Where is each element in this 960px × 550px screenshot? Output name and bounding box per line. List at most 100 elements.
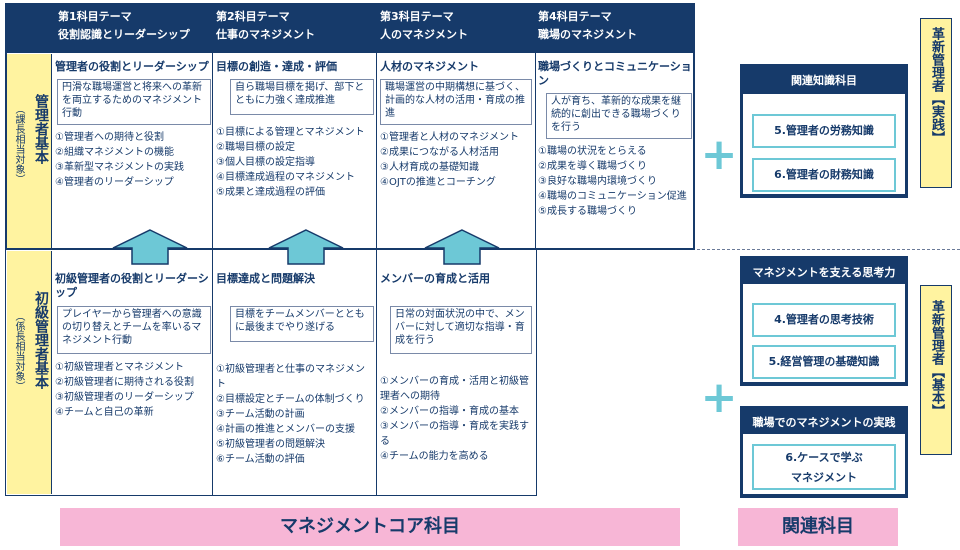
side-label-text: 革新管理者【基本】 bbox=[929, 300, 944, 417]
related-item: 6.管理者の財務知識 bbox=[752, 158, 896, 192]
cell-summary: 職場運営の中期構想に基づく、計画的な人材の活用・育成の推進 bbox=[380, 79, 532, 125]
side-label-text: 革新管理者【実践】 bbox=[929, 27, 944, 144]
group-header: 職場でのマネジメントの実践 bbox=[752, 416, 896, 429]
theme-number: 第1科目テーマ bbox=[58, 10, 132, 23]
list-item: ③革新型マネジメントの実践 bbox=[55, 162, 184, 173]
list-item: ③チーム活動の計画 bbox=[216, 409, 305, 420]
list-item: ①初級管理者と仕事のマネジメント bbox=[216, 364, 365, 390]
cell-title: 職場づくりとコミュニケーション bbox=[538, 60, 692, 87]
list-item: ⑤成長する職場づくり bbox=[538, 206, 637, 217]
list-item: ①管理者への期待と役割 bbox=[55, 132, 164, 143]
level-subtitle: （係長相当対象） bbox=[13, 311, 24, 391]
cell-title: 初級管理者の役割とリーダーシップ bbox=[55, 272, 209, 299]
column-divider bbox=[212, 53, 213, 496]
cell-title: 目標の創造・達成・評価 bbox=[216, 60, 337, 73]
list-item: ⑤成果と達成過程の評価 bbox=[216, 187, 325, 198]
lower-cell-2: 目標達成と問題解決 目標をチームメンバーとともに最後までやり遂げる ①初級管理者… bbox=[216, 272, 374, 467]
list-item: ②メンバーの指導・育成の基本 bbox=[380, 406, 519, 417]
related-item: 4.管理者の思考技術 bbox=[752, 303, 896, 337]
theme-number: 第3科目テーマ bbox=[380, 10, 454, 23]
list-item: ④OJTの推進とコーチング bbox=[380, 177, 496, 188]
cell-items: ①職場の状況をとらえる ②成果を導く職場づくり ③良好な職場内環境づくり ④職場… bbox=[538, 144, 692, 219]
theme-number: 第4科目テーマ bbox=[538, 10, 612, 23]
cell-summary: 自ら職場目標を掲げ、部下とともに力強く達成推進 bbox=[230, 79, 374, 115]
list-item: ②目標設定とチームの体制づくり bbox=[216, 394, 365, 405]
side-label-lower: 革新管理者【基本】 bbox=[920, 285, 952, 455]
cell-items: ①メンバーの育成・活用と初級管理者への期待 ②メンバーの指導・育成の基本 ③メン… bbox=[380, 374, 532, 464]
level-title: 初級管理者基本 bbox=[33, 291, 49, 389]
theme-header-1: 第1科目テーマ 役割認識とリーダーシップ bbox=[58, 8, 208, 44]
cell-items: ①初級管理者とマネジメント ②初級管理者に期待される役割 ③初級管理者のリーダー… bbox=[55, 360, 211, 420]
list-item: ⑤初級管理者の問題解決 bbox=[216, 439, 325, 450]
cell-summary: 人が育ち、革新的な成果を継続的に創出できる職場づくりを行う bbox=[546, 93, 692, 139]
related-item: 6.ケースで学ぶマネジメント bbox=[752, 444, 896, 490]
column-divider bbox=[376, 53, 377, 496]
list-item: ④チームと自己の革新 bbox=[55, 407, 154, 418]
theme-name: 役割認識とリーダーシップ bbox=[58, 28, 190, 41]
level-title: 管理者基本 bbox=[33, 94, 49, 164]
cell-items: ①管理者への期待と役割 ②組織マネジメントの機能 ③革新型マネジメントの実践 ④… bbox=[55, 130, 211, 190]
level-label-upper: 管理者基本 （課長相当対象） bbox=[7, 54, 52, 248]
upper-cell-4: 職場づくりとコミュニケーション 人が育ち、革新的な成果を継続的に創出できる職場づ… bbox=[538, 60, 692, 219]
side-label-upper: 革新管理者【実践】 bbox=[920, 18, 952, 188]
column-divider bbox=[535, 53, 536, 248]
lower-cell-3: メンバーの育成と活用 日常の対面状況の中で、メンバーに対して適切な指導・育成を行… bbox=[380, 272, 532, 464]
group-header: 関連知識科目 bbox=[791, 74, 857, 87]
group-header: マネジメントを支える思考力 bbox=[752, 266, 896, 279]
theme-header-3: 第3科目テーマ 人のマネジメント bbox=[380, 8, 530, 44]
cell-title: 人材のマネジメント bbox=[380, 60, 479, 73]
list-item: ②初級管理者に期待される役割 bbox=[55, 377, 194, 388]
footer-core-label: マネジメントコア科目 bbox=[60, 508, 680, 546]
list-item: ④目標達成過程のマネジメント bbox=[216, 172, 355, 183]
list-item: ④管理者のリーダーシップ bbox=[55, 177, 174, 188]
list-item: ①職場の状況をとらえる bbox=[538, 146, 647, 157]
theme-header-bar bbox=[5, 3, 695, 53]
related-group-2: マネジメントを支える思考力 4.管理者の思考技術 5.経営管理の基礎知識 bbox=[740, 256, 908, 386]
cell-summary: 目標をチームメンバーとともに最後までやり遂げる bbox=[230, 306, 374, 342]
list-item: ①管理者と人材のマネジメント bbox=[380, 132, 519, 143]
plus-icon: + bbox=[700, 129, 738, 180]
cell-title: メンバーの育成と活用 bbox=[380, 272, 490, 285]
footer-related-label: 関連科目 bbox=[738, 508, 898, 546]
list-item: ③メンバーの指導・育成を実践する bbox=[380, 421, 529, 447]
up-arrow-icon bbox=[268, 229, 344, 265]
list-item: ③人材育成の基礎知識 bbox=[380, 162, 479, 173]
dashed-divider bbox=[697, 249, 960, 250]
cell-items: ①初級管理者と仕事のマネジメント ②目標設定とチームの体制づくり ③チーム活動の… bbox=[216, 362, 374, 467]
list-item: ③個人目標の設定指導 bbox=[216, 157, 315, 168]
theme-number: 第2科目テーマ bbox=[216, 10, 290, 23]
list-item: ③初級管理者のリーダーシップ bbox=[55, 392, 194, 403]
theme-name: 仕事のマネジメント bbox=[216, 28, 315, 41]
plus-icon: + bbox=[700, 372, 738, 423]
cell-items: ①管理者と人材のマネジメント ②成果につながる人材活用 ③人材育成の基礎知識 ④… bbox=[380, 130, 532, 190]
related-item: 5.管理者の労務知識 bbox=[752, 114, 896, 148]
cell-title: 目標達成と問題解決 bbox=[216, 272, 315, 285]
cell-summary: プレイヤーから管理者への意識の切り替えとチームを率いるマネジメント行動 bbox=[57, 306, 211, 354]
up-arrow-icon bbox=[112, 229, 188, 265]
cell-summary: 円滑な職場運営と将来への革新を両立するためのマネジメント行動 bbox=[57, 79, 211, 125]
list-item: ②成果を導く職場づくり bbox=[538, 161, 647, 172]
upper-cell-1: 管理者の役割とリーダーシップ 円滑な職場運営と将来への革新を両立するためのマネジ… bbox=[55, 60, 211, 190]
list-item: ②組織マネジメントの機能 bbox=[55, 147, 174, 158]
level-label-lower: 初級管理者基本 （係長相当対象） bbox=[7, 251, 52, 494]
list-item: ④チームの能力を高める bbox=[380, 451, 489, 462]
cell-items: ①目標による管理とマネジメント ②職場目標の設定 ③個人目標の設定指導 ④目標達… bbox=[216, 125, 374, 200]
lower-frame bbox=[5, 250, 537, 496]
related-item: 5.経営管理の基礎知識 bbox=[752, 345, 896, 379]
theme-header-4: 第4科目テーマ 職場のマネジメント bbox=[538, 8, 688, 44]
theme-header-2: 第2科目テーマ 仕事のマネジメント bbox=[216, 8, 366, 44]
list-item: ⑥チーム活動の評価 bbox=[216, 454, 305, 465]
list-item: ①目標による管理とマネジメント bbox=[216, 127, 365, 138]
upper-cell-2: 目標の創造・達成・評価 自ら職場目標を掲げ、部下とともに力強く達成推進 ①目標に… bbox=[216, 60, 374, 200]
list-item: ④計画の推進とメンバーの支援 bbox=[216, 424, 355, 435]
list-item: ①メンバーの育成・活用と初級管理者への期待 bbox=[380, 376, 529, 402]
list-item: ②職場目標の設定 bbox=[216, 142, 295, 153]
upper-cell-3: 人材のマネジメント 職場運営の中期構想に基づく、計画的な人材の活用・育成の推進 … bbox=[380, 60, 532, 190]
theme-name: 職場のマネジメント bbox=[538, 28, 637, 41]
theme-name: 人のマネジメント bbox=[380, 28, 468, 41]
related-group-1: 関連知識科目 5.管理者の労務知識 6.管理者の財務知識 bbox=[740, 64, 908, 198]
lower-cell-1: 初級管理者の役割とリーダーシップ プレイヤーから管理者への意識の切り替えとチーム… bbox=[55, 272, 211, 420]
related-group-3: 職場でのマネジメントの実践 6.ケースで学ぶマネジメント bbox=[740, 406, 908, 498]
list-item: ③良好な職場内環境づくり bbox=[538, 176, 657, 187]
up-arrow-icon bbox=[424, 229, 500, 265]
